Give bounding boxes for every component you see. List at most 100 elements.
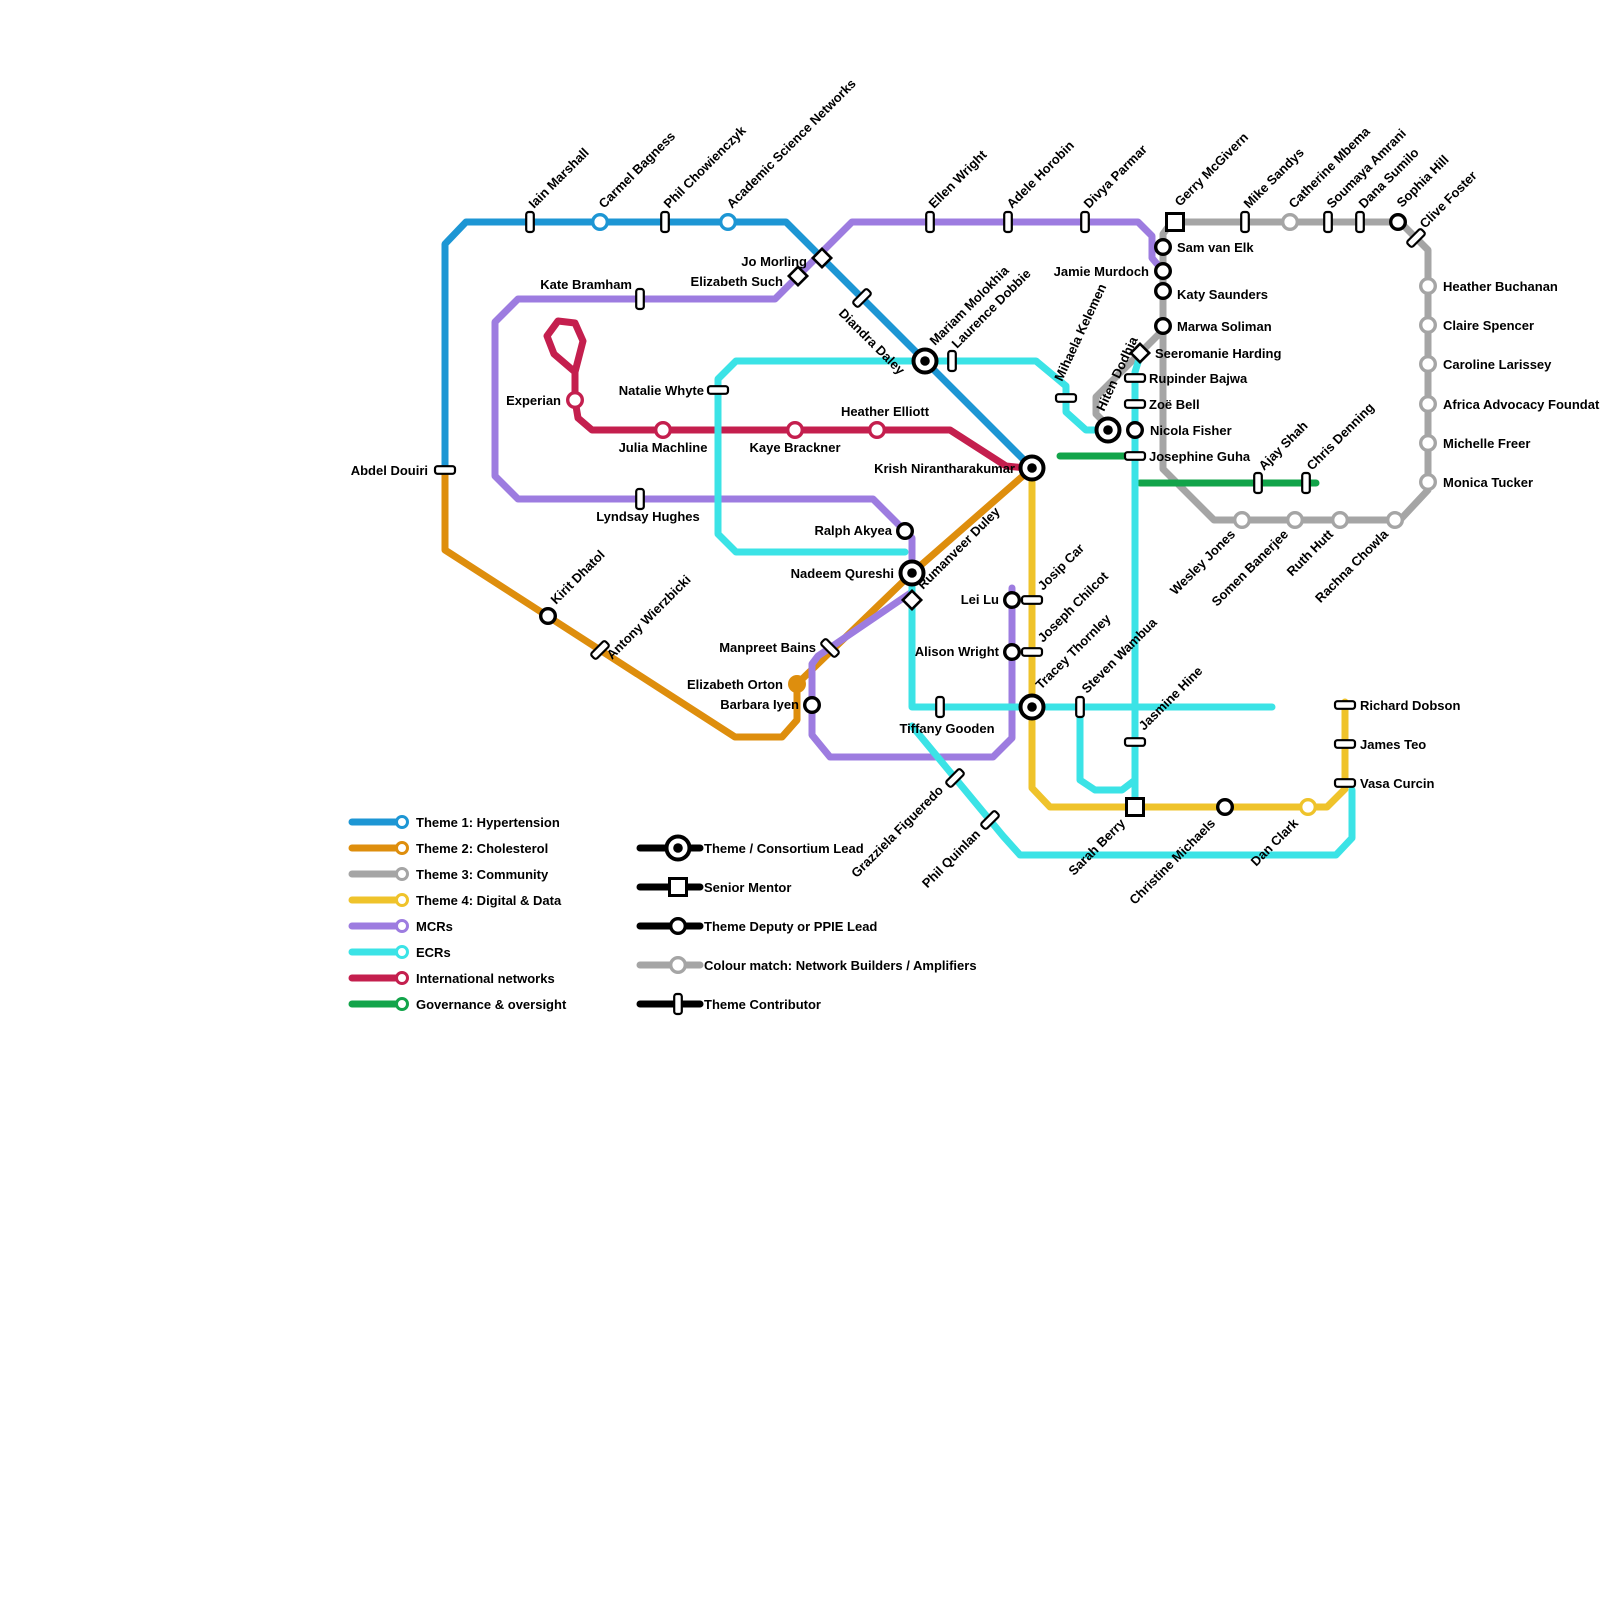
line-segment-ecrs [714, 357, 1110, 556]
station-label: Julia Machline [619, 440, 708, 455]
contributor-tick [1003, 210, 1013, 234]
station-natalie-whyte: Natalie Whyte [619, 383, 730, 398]
line-digital [1028, 464, 1349, 811]
station-label: Nicola Fisher [1150, 423, 1232, 438]
deputy-circle [1215, 798, 1234, 817]
match-circle [566, 391, 585, 410]
mentor-square [668, 877, 688, 897]
legend-line-label: Theme 3: Community [416, 867, 549, 882]
station-lyndsay-hughes: Lyndsay Hughes [596, 487, 700, 524]
contributor-tick [1333, 778, 1357, 788]
deputy-circle [1153, 282, 1172, 301]
station-label: Kate Bramham [540, 277, 632, 292]
interchange-diamond [786, 264, 810, 288]
station-label: Natalie Whyte [619, 383, 704, 398]
lead-inner-dot [1027, 702, 1037, 712]
line-segment-hypertension [441, 218, 1036, 474]
station-label: Barbara Iyen [720, 697, 799, 712]
station-tiffany-gooden: Tiffany Gooden [899, 695, 995, 736]
match-circle [868, 421, 887, 440]
station-label: Lyndsay Hughes [596, 509, 700, 524]
legend-marker-label: Theme Deputy or PPIE Lead [704, 919, 877, 934]
station-label: Lei Lu [961, 592, 999, 607]
match-circle [1418, 473, 1437, 492]
legend-line-end-circle [395, 841, 409, 855]
station-experian: Experian [506, 391, 585, 410]
deputy-circle [1388, 212, 1407, 231]
legend-marker-senior-mentor: Senior Mentor [636, 877, 791, 897]
deputy-circle [669, 917, 688, 936]
line-segment-mcrs [808, 574, 1016, 761]
station-label: Rupinder Bajwa [1149, 371, 1248, 386]
station-kaye-brackner: Kaye Brackner [749, 421, 841, 455]
contributor-tick [980, 810, 1000, 830]
lead-inner-dot [907, 568, 917, 578]
station-ralph-akyea: Ralph Akyea [814, 522, 915, 541]
contributor-tick [935, 695, 945, 719]
line-mcrs [491, 218, 1167, 761]
station-label: Elizabeth Such [691, 274, 784, 289]
match-circle [591, 212, 610, 231]
station-jo-morling: Jo Morling [741, 246, 834, 270]
station-label: Zoë Bell [1149, 397, 1200, 412]
legend-line-label: Theme 4: Digital & Data [416, 893, 562, 908]
contributor-tick [1406, 228, 1426, 248]
station-label: Michelle Freer [1443, 436, 1530, 451]
match-circle [1385, 511, 1404, 530]
line-segment-digital [1028, 464, 1349, 811]
contributor-tick [1333, 700, 1357, 710]
contributor-tick [1020, 647, 1044, 657]
line-segment-cholesterol [441, 464, 1036, 741]
match-circle [1285, 511, 1304, 530]
legend-marker-theme-consortium-lead: Theme / Consortium Lead [636, 834, 864, 862]
station-lei-lu: Lei Lu [961, 591, 1022, 610]
legend-marker-label: Senior Mentor [704, 880, 791, 895]
contributor-tick [1080, 210, 1090, 234]
station-label: Heather Buchanan [1443, 279, 1558, 294]
station-krish-nirantharakumar: Krish Nirantharakumar [874, 454, 1046, 482]
contributor-tick [660, 210, 670, 234]
deputy-circle [803, 696, 822, 715]
mentor-square [1125, 797, 1145, 817]
contributor-tick [1333, 739, 1357, 749]
station-label: Vasa Curcin [1360, 776, 1434, 791]
contributor-tick [590, 640, 610, 660]
match-circle [719, 212, 738, 231]
contributor-tick [1075, 695, 1085, 719]
station-label: Nadeem Qureshi [791, 566, 894, 581]
station-label: Claire Spencer [1443, 318, 1534, 333]
match-circle [669, 956, 688, 975]
interchange-diamond [900, 588, 924, 612]
deputy-circle [896, 522, 915, 541]
station-katy-saunders: Katy Saunders [1153, 282, 1268, 302]
deputy-circle [1003, 591, 1022, 610]
line-governance [1056, 452, 1320, 487]
station-claire-spencer: Claire Spencer [1418, 316, 1534, 335]
station-label: Experian [506, 393, 561, 408]
contributor-tick [947, 349, 957, 373]
legend-line-theme-1-hypertension: Theme 1: Hypertension [348, 815, 560, 830]
mentor-square [1165, 212, 1185, 232]
contributor-tick [1054, 393, 1078, 403]
legend-line-end-circle [395, 893, 409, 907]
legend-line-label: ECRs [416, 945, 451, 960]
station-james-teo: James Teo [1333, 737, 1426, 752]
station-julia-machline: Julia Machline [619, 421, 708, 455]
station-label: Ralph Akyea [814, 523, 892, 538]
legend-line-end-circle [395, 997, 409, 1011]
legend-line-governance-oversight: Governance & oversight [348, 997, 567, 1012]
station-label: Jamie Murdoch [1054, 264, 1149, 279]
station-caroline-larissey: Caroline Larissey [1418, 355, 1552, 374]
station-abdel-douiri: Abdel Douiri [351, 463, 457, 478]
station-label: Jo Morling [741, 254, 807, 269]
station-label: Josephine Guha [1149, 449, 1251, 464]
contributor-tick [820, 638, 840, 658]
station-josephine-guha: Josephine Guha [1123, 449, 1251, 464]
station-alison-wright: Alison Wright [915, 643, 1022, 662]
station-seeromanie-harding: Seeromanie Harding [1128, 341, 1281, 365]
match-circle [786, 421, 805, 440]
station-label: Heather Elliott [841, 404, 930, 419]
